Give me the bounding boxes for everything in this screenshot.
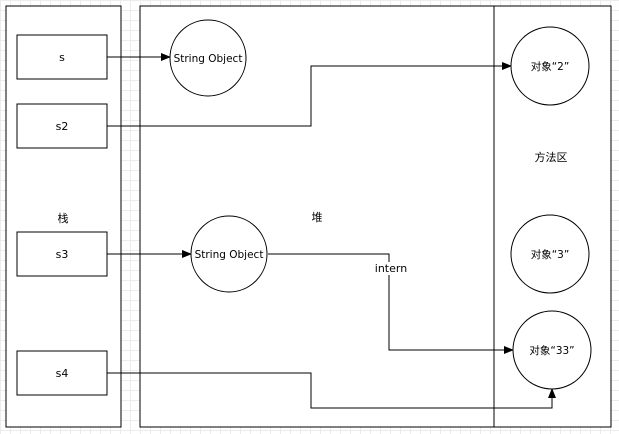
stack-var-s: s: [59, 51, 65, 64]
method-object-2[interactable]: [510, 26, 590, 106]
heap-string-object-2[interactable]: [190, 215, 268, 293]
method-object-2-label: 对象“2”: [531, 60, 570, 73]
intern-label-bg: [374, 262, 408, 275]
method-object-3[interactable]: [510, 214, 590, 294]
method-area-label: 方法区: [535, 150, 568, 164]
heap-string-object-1-label: String Object: [174, 53, 243, 65]
method-object-33-label: 对象“33”: [529, 344, 574, 357]
stack-label: 栈: [58, 211, 69, 225]
stack-var-s3-box[interactable]: [16, 231, 108, 277]
edge-intern-to-object-33[interactable]: [268, 253, 514, 354]
stack-var-s2: s2: [56, 120, 69, 133]
stack-var-s2-box[interactable]: [16, 103, 108, 149]
edge-s2-to-object-2[interactable]: [107, 62, 512, 127]
heap-string-object-1[interactable]: [169, 19, 247, 97]
method-object-3-label: 对象“3”: [531, 248, 570, 261]
edge-s4-to-object-33[interactable]: [107, 372, 556, 409]
stack-var-s4: s4: [56, 367, 69, 380]
intern-label: intern: [375, 262, 407, 275]
stack-var-s-box[interactable]: [16, 34, 108, 80]
stack-var-s4-box[interactable]: [16, 350, 108, 396]
heap-string-object-2-label: String Object: [195, 249, 264, 261]
stack-var-s3: s3: [56, 248, 69, 261]
heap-label: 堆: [312, 211, 323, 224]
method-object-33[interactable]: [512, 310, 592, 390]
